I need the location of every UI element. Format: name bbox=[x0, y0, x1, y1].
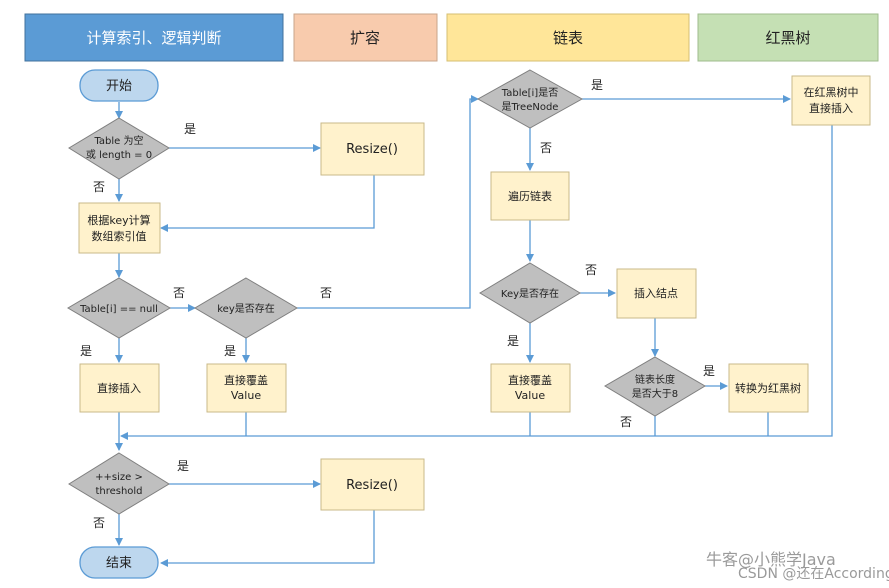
label-no-listlen: 否 bbox=[620, 415, 632, 429]
size-line1: ++size > bbox=[95, 472, 143, 483]
label-yes-key2: 是 bbox=[507, 334, 519, 348]
header-tree: 红黑树 bbox=[697, 13, 879, 62]
list-len-line1: 链表长度 bbox=[635, 373, 675, 386]
watermark-line1: 牛客@小熊学Java bbox=[706, 550, 836, 569]
override-2-line1: 直接覆盖 bbox=[508, 373, 552, 387]
override-1-line1: 直接覆盖 bbox=[224, 373, 268, 387]
header-resize-label: 扩容 bbox=[350, 29, 380, 47]
label-yes-null: 是 bbox=[80, 344, 92, 358]
table-empty-line1: Table 为空 bbox=[93, 134, 143, 147]
process-override-1: 直接覆盖 Value bbox=[206, 363, 287, 413]
arrow-resize2-to-end bbox=[160, 510, 375, 567]
compute-line2: 数组索引值 bbox=[92, 229, 147, 243]
tree-insert-line2: 直接插入 bbox=[809, 101, 853, 115]
process-override-2: 直接覆盖 Value bbox=[490, 363, 571, 413]
table-empty-line2: 或 length = 0 bbox=[86, 149, 152, 161]
direct-insert-label: 直接插入 bbox=[97, 381, 141, 395]
label-yes-empty: 是 bbox=[184, 122, 196, 136]
label-no-size: 否 bbox=[93, 516, 105, 530]
merge-line bbox=[120, 125, 833, 440]
start-node: 开始 bbox=[79, 69, 159, 102]
start-label: 开始 bbox=[106, 79, 132, 94]
label-no-key1: 否 bbox=[320, 286, 332, 300]
resize-1-label: Resize() bbox=[346, 142, 398, 157]
label-no-null: 否 bbox=[173, 286, 185, 300]
header-index: 计算索引、逻辑判断 bbox=[24, 13, 284, 62]
label-yes-treenode: 是 bbox=[591, 78, 603, 92]
connectors bbox=[115, 95, 833, 567]
header-resize: 扩容 bbox=[293, 13, 438, 62]
list-len-line2: 是否大于8 bbox=[632, 387, 678, 400]
process-insert-node: 插入结点 bbox=[616, 268, 697, 319]
process-resize-1: Resize() bbox=[320, 122, 425, 176]
decision-key-exists-2: Key是否存在 bbox=[479, 262, 581, 324]
tree-insert-line1: 在红黑树中 bbox=[804, 85, 859, 99]
process-tree-insert: 在红黑树中 直接插入 bbox=[791, 75, 871, 126]
decision-is-treenode: Table[i]是否 是TreeNode bbox=[476, 69, 584, 129]
is-treenode-line1: Table[i]是否 bbox=[501, 87, 558, 99]
decision-size-threshold: ++size > threshold bbox=[68, 452, 170, 515]
end-label: 结束 bbox=[106, 556, 132, 571]
insert-node-label: 插入结点 bbox=[634, 286, 678, 300]
tab-null-label: Table[i] == null bbox=[79, 304, 158, 315]
size-line2: threshold bbox=[95, 486, 142, 497]
process-direct-insert: 直接插入 bbox=[79, 363, 160, 413]
header-list: 链表 bbox=[446, 13, 690, 62]
header-tree-label: 红黑树 bbox=[765, 29, 810, 47]
end-node: 结束 bbox=[79, 546, 159, 579]
key-exists-2-label: Key是否存在 bbox=[501, 287, 559, 300]
to-tree-label: 转换为红黑树 bbox=[735, 381, 801, 395]
header-list-label: 链表 bbox=[553, 29, 583, 47]
arrow-key-to-treenode bbox=[297, 95, 479, 309]
process-to-tree: 转换为红黑树 bbox=[728, 363, 809, 413]
traverse-list-label: 遍历链表 bbox=[508, 189, 552, 203]
override-1-line2: Value bbox=[231, 389, 261, 402]
header-index-label: 计算索引、逻辑判断 bbox=[86, 29, 221, 47]
label-yes-size: 是 bbox=[177, 459, 189, 473]
label-no-key2: 否 bbox=[585, 263, 597, 277]
label-yes-listlen: 是 bbox=[703, 364, 715, 378]
arrow-resize-to-compute bbox=[160, 175, 375, 232]
compute-line1: 根据key计算 bbox=[87, 213, 150, 227]
process-compute-index: 根据key计算 数组索引值 bbox=[78, 202, 161, 254]
resize-2-label: Resize() bbox=[346, 478, 398, 493]
is-treenode-line2: 是TreeNode bbox=[502, 101, 559, 113]
decision-tab-null: Table[i] == null bbox=[67, 277, 171, 339]
override-2-line2: Value bbox=[515, 389, 545, 402]
process-resize-2: Resize() bbox=[320, 458, 425, 511]
watermark-line2: CSDN @还在According to bbox=[738, 566, 889, 582]
decision-table-empty: Table 为空 或 length = 0 bbox=[68, 117, 170, 180]
decision-list-length: 链表长度 是否大于8 bbox=[604, 356, 706, 417]
decision-key-exists-1: key是否存在 bbox=[194, 277, 298, 339]
label-no-treenode: 否 bbox=[540, 141, 552, 155]
label-no-empty: 否 bbox=[93, 180, 105, 194]
process-traverse-list: 遍历链表 bbox=[490, 171, 570, 221]
label-yes-key1: 是 bbox=[224, 344, 236, 358]
key-exists-1-label: key是否存在 bbox=[217, 302, 275, 315]
